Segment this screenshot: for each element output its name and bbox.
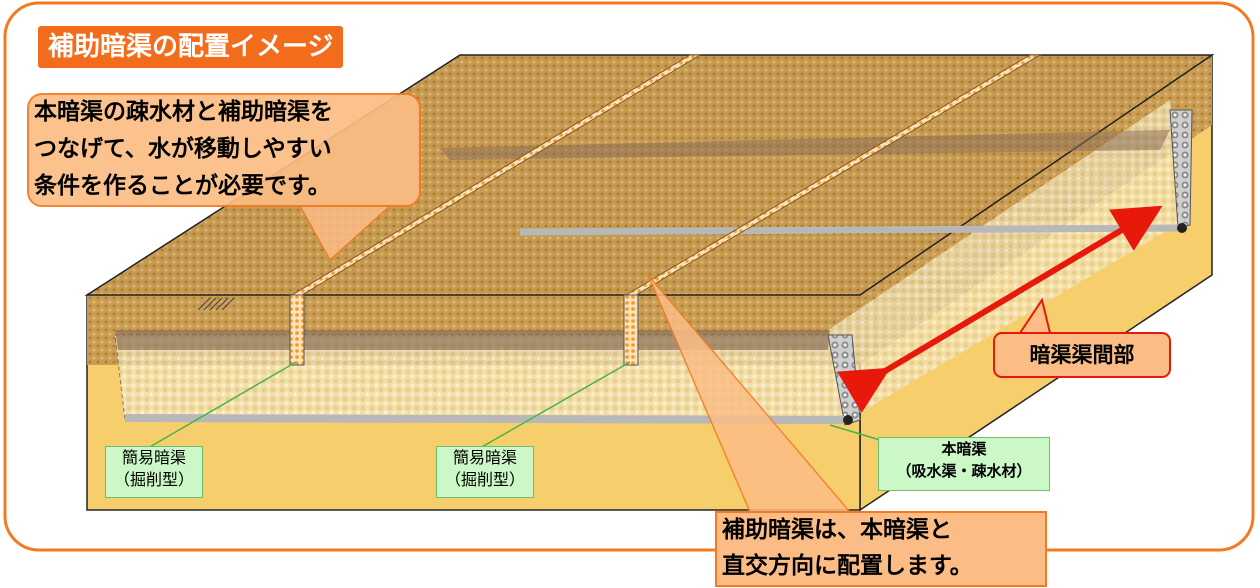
main-drain-line1: 本暗渠 bbox=[941, 440, 987, 458]
callout-top-line-3: 条件を作ることが必要です。 bbox=[34, 173, 331, 199]
page-title: 補助暗渠の配置イメージ bbox=[38, 26, 344, 68]
simple-drain-label-right: 簡易暗渠 （掘削型） bbox=[436, 446, 534, 498]
main-drain-line2: （吸水渠・疎水材） bbox=[896, 462, 1032, 480]
main-drain-pipe-end-back bbox=[1177, 223, 1187, 233]
main-drain-label: 本暗渠 （吸水渠・疎水材） bbox=[878, 437, 1050, 491]
main-drain-pipe-end-front bbox=[843, 415, 853, 425]
simple-drain-right-line1: 簡易暗渠 bbox=[452, 448, 517, 467]
callout-top-box bbox=[27, 93, 421, 207]
callout-top-line-1: 本暗渠の疎水材と補助暗渠を bbox=[34, 99, 333, 125]
main-drain-pipe-back bbox=[519, 224, 1183, 236]
outer-frame bbox=[3, 1, 1255, 552]
plough-pan-band-back bbox=[440, 130, 1170, 160]
aux-drain-slot-right bbox=[623, 294, 639, 366]
spacing-label-box bbox=[993, 332, 1171, 378]
spacing-arrow bbox=[837, 205, 1163, 413]
hatch-mark bbox=[197, 297, 235, 311]
plough-pan-band bbox=[115, 330, 830, 350]
callout-top-line-2: つなげて、水が移動しやすい bbox=[34, 136, 332, 162]
simple-drain-right-line2: （掘削型） bbox=[444, 470, 525, 489]
callout-bottom-line-1: 補助暗渠は、本暗渠と bbox=[722, 517, 952, 543]
simple-drain-label-left: 簡易暗渠 （掘削型） bbox=[105, 446, 203, 498]
stone-drain-back-right bbox=[1169, 109, 1193, 229]
leader-left bbox=[147, 361, 297, 449]
callout-top-text: 本暗渠の疎水材と補助暗渠を つなげて、水が移動しやすい 条件を作ることが必要です… bbox=[28, 94, 420, 206]
callout-bottom-line-2: 直交方向に配置します。 bbox=[722, 553, 973, 579]
leader-main bbox=[829, 424, 881, 441]
aux-drain-slot-left bbox=[289, 294, 305, 366]
callout-bottom-box bbox=[715, 511, 1047, 587]
callout-bottom-text: 補助暗渠は、本暗渠と 直交方向に配置します。 bbox=[716, 512, 1046, 586]
simple-drain-left-line2: （掘削型） bbox=[113, 470, 194, 489]
leader-right bbox=[479, 361, 631, 449]
spacing-label: 暗渠渠間部 bbox=[1029, 343, 1135, 367]
simple-drain-left-line1: 簡易暗渠 bbox=[121, 448, 186, 467]
